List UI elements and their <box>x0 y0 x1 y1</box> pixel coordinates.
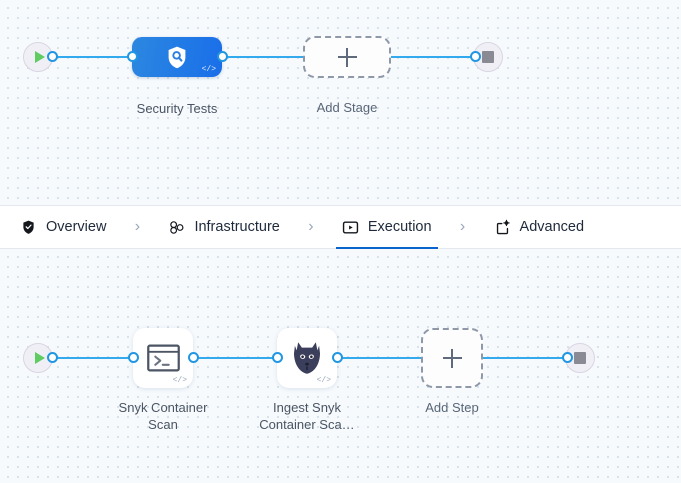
port-step2-out[interactable] <box>332 352 343 363</box>
edge-addstage-to-end <box>387 56 479 58</box>
port-exec-start-out[interactable] <box>47 352 58 363</box>
stage-canvas[interactable]: </> Security Tests Add Stage <box>0 0 681 205</box>
edge-step2-to-addstep <box>337 357 421 359</box>
code-badge: </> <box>172 376 187 385</box>
plus-icon-v <box>346 47 348 67</box>
add-stage-button[interactable] <box>303 36 391 78</box>
stop-icon <box>482 51 494 63</box>
step-node-ingest-snyk-container-scan[interactable]: </> <box>277 328 337 388</box>
tab-infrastructure[interactable]: Infrastructure <box>164 206 283 249</box>
port-step1-out[interactable] <box>188 352 199 363</box>
stage-node-security-tests[interactable]: </> <box>132 37 222 77</box>
tab-overview-label: Overview <box>46 219 107 235</box>
code-badge: </> <box>201 65 216 74</box>
stop-icon <box>574 352 586 364</box>
section-tabbar: Overview › Infrastructure › Execution <box>0 205 681 250</box>
tab-separator-1: › <box>134 218 141 235</box>
card-gear-icon <box>494 219 511 236</box>
tab-execution[interactable]: Execution <box>335 206 438 250</box>
shield-check-icon <box>20 219 37 236</box>
edge-stage-to-addstage <box>223 56 307 58</box>
datadog-dog-icon <box>294 342 320 374</box>
port-step1-in[interactable] <box>128 352 139 363</box>
tab-execution-label: Execution <box>367 219 432 235</box>
play-rect-icon <box>342 219 359 236</box>
play-icon <box>34 51 45 63</box>
port-stage-out[interactable] <box>217 51 228 62</box>
port-end-in[interactable] <box>470 51 481 62</box>
tab-separator-3: › <box>459 218 466 235</box>
plus-icon-v <box>451 348 453 368</box>
code-badge: </> <box>316 376 331 385</box>
tab-infrastructure-label: Infrastructure <box>194 219 280 235</box>
execution-step-canvas[interactable]: </> Snyk Container Scan </> Ingest Snyk … <box>0 249 681 483</box>
tab-separator-2: › <box>308 218 314 235</box>
edge-start-to-stage <box>52 56 134 58</box>
edge-addstep-to-end <box>483 357 571 359</box>
tab-overview[interactable]: Overview <box>16 206 110 249</box>
add-stage-label: Add Stage <box>316 100 378 115</box>
port-start-out[interactable] <box>47 51 58 62</box>
add-step-label: Add Step <box>425 400 479 415</box>
step-label-ingest-snyk-container-scan: Ingest Snyk Container Sca… <box>259 400 355 432</box>
stage-label-security-tests: Security Tests <box>136 101 218 116</box>
port-step2-in[interactable] <box>272 352 283 363</box>
port-exec-end-in[interactable] <box>562 352 573 363</box>
step-label-snyk-container-scan: Snyk Container Scan <box>118 400 208 432</box>
cluster-nodes-icon <box>168 219 185 236</box>
edge-step1-to-step2 <box>193 357 281 359</box>
port-stage-in[interactable] <box>127 51 138 62</box>
add-step-button[interactable] <box>421 328 483 388</box>
step-node-snyk-container-scan[interactable]: </> <box>133 328 193 388</box>
edge-start-to-step1 <box>52 357 134 359</box>
play-icon <box>34 352 45 364</box>
shield-search-icon <box>168 46 186 68</box>
tab-advanced[interactable]: Advanced <box>490 206 589 249</box>
terminal-icon <box>146 344 180 372</box>
tab-advanced-label: Advanced <box>519 219 585 235</box>
